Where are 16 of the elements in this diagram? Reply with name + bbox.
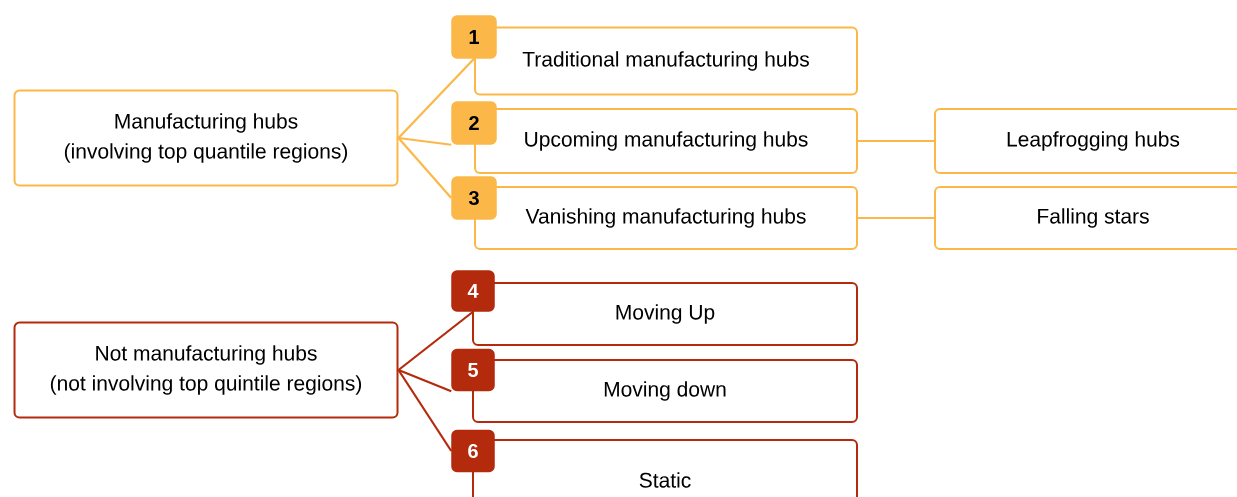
connector-line xyxy=(858,216,934,220)
number-badge: 6 xyxy=(451,429,495,473)
connector-line xyxy=(397,369,453,452)
number-badge: 1 xyxy=(451,15,497,59)
category-box: Leapfrogging hubs xyxy=(934,108,1237,174)
connector-line xyxy=(398,136,452,146)
number-badge: 5 xyxy=(451,348,495,392)
category-box: Manufacturing hubs (involving top quantile regions) xyxy=(13,89,399,187)
number-badge: 3 xyxy=(451,176,497,220)
connector-line xyxy=(858,139,934,143)
connector-line xyxy=(397,137,453,199)
category-box: Falling stars xyxy=(934,186,1237,250)
category-box: Not manufacturing hubs (not involving top quintile regions) xyxy=(13,321,399,419)
number-badge: 4 xyxy=(451,270,495,312)
connector-line xyxy=(398,368,452,393)
number-badge: 2 xyxy=(451,101,497,145)
